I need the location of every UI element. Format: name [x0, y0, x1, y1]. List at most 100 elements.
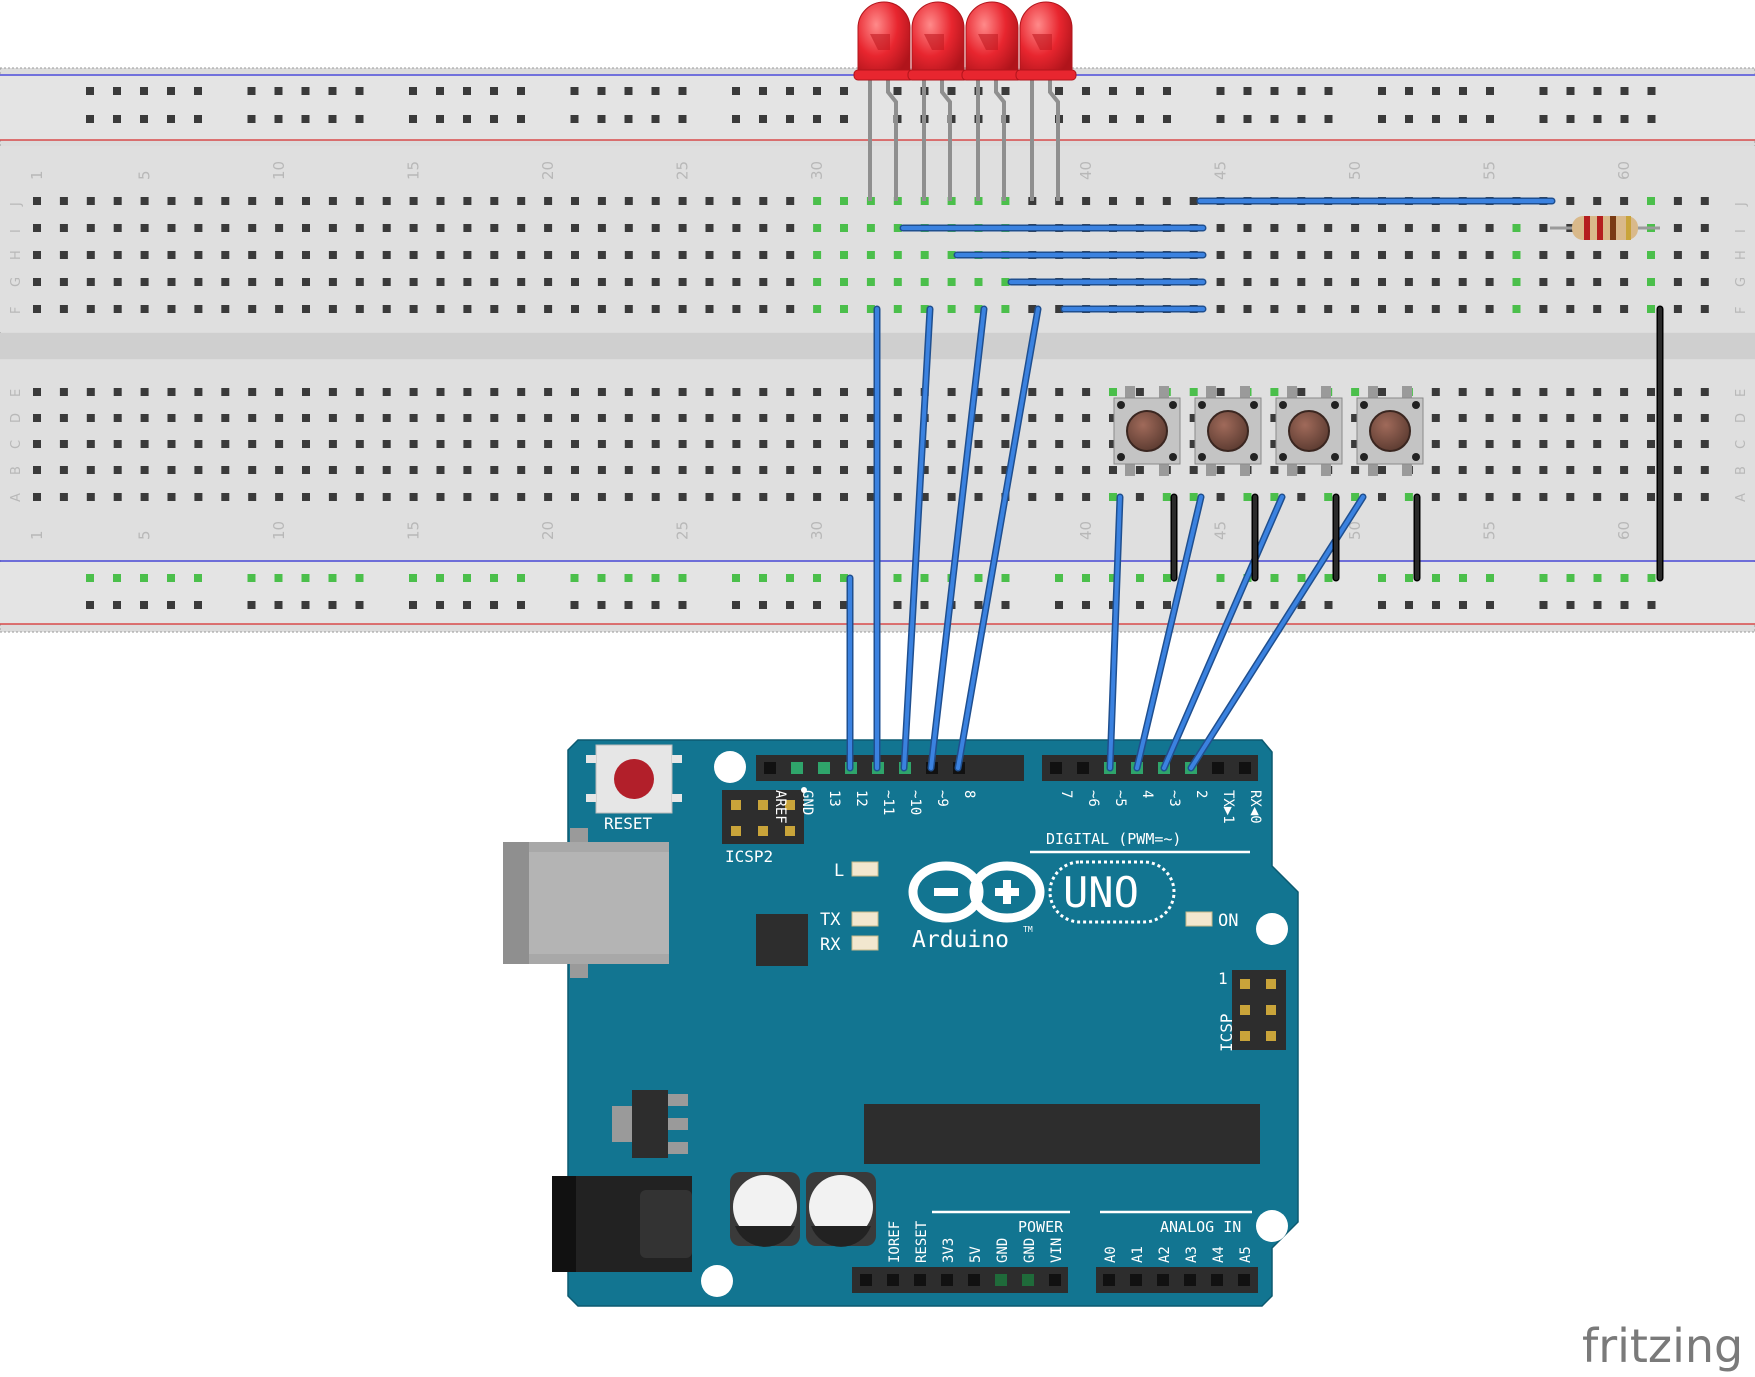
breadboard-hole	[651, 388, 660, 396]
breadboard-hole	[1109, 466, 1117, 474]
rail-hole	[1216, 87, 1225, 95]
rail-hole	[301, 115, 310, 123]
breadboard-hole	[1243, 305, 1252, 313]
breadboard-hole	[1566, 440, 1575, 448]
breadboard-hole	[1512, 278, 1521, 286]
breadboard-hole	[490, 278, 499, 286]
breadboard-hole	[786, 305, 795, 313]
breadboard-hole	[463, 305, 472, 313]
breadboard-hole	[1431, 414, 1440, 422]
breadboard-hole	[1566, 305, 1575, 313]
breadboard-hole	[813, 251, 822, 259]
breadboard-hole	[571, 197, 579, 205]
row-letter: H	[9, 250, 24, 260]
breadboard-hole	[221, 278, 230, 286]
push-button[interactable]	[1275, 386, 1343, 476]
breadboard-hole	[1512, 493, 1521, 501]
breadboard-hole	[624, 414, 633, 422]
breadboard-hole	[597, 224, 606, 232]
breadboard-hole	[1404, 493, 1413, 501]
digital-pin-label: 7	[1058, 790, 1074, 798]
breadboard-hole	[167, 305, 176, 313]
rail-hole	[1216, 574, 1225, 582]
breadboard-hole	[1216, 251, 1225, 259]
breadboard-hole	[1673, 440, 1682, 448]
breadboard-hole	[1673, 224, 1682, 232]
breadboard-hole	[86, 305, 95, 313]
breadboard-hole	[302, 466, 310, 474]
rail-hole	[490, 574, 498, 582]
breadboard-hole	[786, 414, 795, 422]
rail-hole	[1593, 574, 1602, 582]
icsp-pin	[785, 800, 795, 810]
breadboard-hole	[1189, 493, 1198, 501]
breadboard-hole	[1458, 305, 1467, 313]
rail-hole	[786, 87, 794, 95]
button-leg	[1206, 462, 1216, 476]
button-screw	[1360, 453, 1368, 461]
rail-hole	[1324, 574, 1333, 582]
rail-hole	[1432, 115, 1440, 123]
breadboard-hole	[1431, 388, 1440, 396]
breadboard-hole	[113, 197, 122, 205]
breadboard-hole	[113, 414, 122, 422]
rail-hole	[678, 87, 687, 95]
breadboard-hole	[59, 466, 68, 474]
reset-button[interactable]	[586, 744, 682, 814]
breadboard-hole	[840, 251, 848, 259]
breadboard-hole	[920, 493, 929, 501]
breadboard-hole	[140, 414, 149, 422]
breadboard-hole	[1109, 414, 1117, 422]
breadboard-hole	[302, 388, 310, 396]
breadboard-hole	[1189, 466, 1198, 474]
breadboard-hole	[1270, 251, 1279, 259]
push-button[interactable]	[1194, 386, 1262, 476]
led-l	[851, 861, 879, 877]
column-number: 25	[674, 161, 692, 180]
breadboard-hole	[1001, 305, 1010, 313]
row-letter: J	[9, 202, 24, 207]
column-number: 10	[270, 161, 288, 180]
breadboard-hole	[409, 388, 418, 396]
rail-hole	[1243, 87, 1252, 95]
breadboard-hole	[1297, 466, 1306, 474]
breadboard-hole	[813, 466, 822, 474]
breadboard-hole	[544, 440, 553, 448]
breadboard-hole	[597, 197, 606, 205]
breadboard-hole	[1593, 251, 1602, 259]
rail-hole	[651, 601, 660, 609]
breadboard-hole	[1458, 251, 1467, 259]
header-socket	[1022, 1274, 1034, 1286]
breadboard-hole	[1109, 197, 1117, 205]
breadboard-hole	[86, 493, 95, 501]
row-letter: A	[1734, 493, 1749, 502]
breadboard-hole	[33, 278, 41, 286]
digital-pin-label: ~5	[1112, 790, 1128, 807]
breadboard-hole	[840, 278, 848, 286]
breadboard-hole	[786, 224, 795, 232]
breadboard-hole	[705, 224, 714, 232]
breadboard-hole	[1647, 466, 1655, 474]
breadboard-hole	[947, 414, 956, 422]
breadboard-hole	[382, 440, 391, 448]
push-button[interactable]	[1356, 386, 1424, 476]
digital-pin-label: GND	[799, 790, 815, 815]
breadboard-hole	[302, 197, 310, 205]
breadboard-hole	[1270, 278, 1279, 286]
breadboard-hole	[678, 197, 687, 205]
breadboard-hole	[1028, 493, 1037, 501]
breadboard-hole	[1458, 278, 1467, 286]
rail-hole	[1324, 115, 1333, 123]
breadboard-hole	[624, 466, 633, 474]
button-screw	[1331, 453, 1339, 461]
push-button[interactable]	[1113, 386, 1181, 476]
rail-hole	[1136, 87, 1144, 95]
rail-hole	[1163, 115, 1171, 123]
rail-hole	[328, 601, 337, 609]
breadboard-hole	[140, 388, 149, 396]
button-screw	[1360, 401, 1368, 409]
rail-hole	[651, 87, 660, 95]
row-letter: D	[9, 413, 24, 423]
breadboard-hole	[1512, 251, 1521, 259]
breadboard-hole	[759, 197, 768, 205]
